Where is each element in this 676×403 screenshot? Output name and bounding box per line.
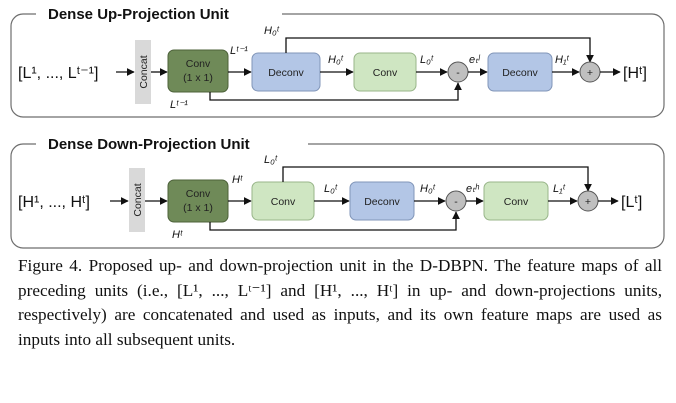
up-sig-l-top: Lᵗ⁻¹ [230, 45, 248, 57]
down-conv1x1-line1: Conv [186, 188, 211, 200]
up-concat-label: Concat [138, 55, 150, 88]
down-input-label: [H¹, ..., Hᵗ] [18, 194, 90, 211]
down-sig-l0-top: L₀ᵗ [264, 154, 278, 166]
up-sig-l-bottom: Lᵗ⁻¹ [170, 99, 188, 111]
down-sig-h0: H₀ᵗ [420, 183, 436, 195]
down-concat-block [129, 168, 145, 232]
up-deconv1-label: Deconv [268, 67, 304, 79]
up-input-label: [L¹, ..., Lᵗ⁻¹] [18, 65, 98, 82]
up-skip-l-path [209, 82, 462, 101]
down-skip-l0-path [282, 166, 592, 192]
down-concat-label: Concat [132, 183, 144, 216]
up-conv-label: Conv [373, 67, 398, 79]
down-subtract-label: - [454, 196, 458, 208]
up-conv1x1-block [167, 49, 229, 93]
down-sig-e: eₜʰ [466, 183, 479, 195]
down-sig-l1: L₁ᵗ [553, 183, 566, 195]
up-sig-h1: H₁ᵗ [555, 54, 569, 66]
up-add-label: + [587, 67, 593, 79]
up-concat-block [135, 40, 151, 104]
up-skip-h0-path [285, 37, 594, 63]
down-conv1x1-block [167, 179, 229, 223]
down-output-label: [Lᵗ] [621, 194, 642, 211]
down-deconv-label: Deconv [364, 196, 400, 208]
up-sig-h0-mid: H₀ᵗ [328, 54, 344, 66]
down-conv2-label: Conv [504, 196, 529, 208]
up-conv1x1-line1: Conv [186, 58, 211, 70]
up-sig-e: eₜˡ [469, 54, 480, 66]
down-conv1-label: Conv [271, 196, 296, 208]
down-sig-l0-mid: L₀ᵗ [324, 183, 338, 195]
up-sig-l0: L₀ᵗ [420, 54, 434, 66]
up-unit-frame [10, 13, 665, 118]
up-unit-title: Dense Up-Projection Unit [48, 6, 229, 23]
up-deconv2-label: Deconv [502, 67, 538, 79]
down-add-label: + [585, 196, 591, 208]
down-projection-unit: Dense Down-Projection Unit [H¹, ..., Hᵗ]… [10, 134, 665, 249]
down-conv1x1-line2: (1 x 1) [183, 202, 213, 214]
down-skip-h-path [209, 211, 460, 231]
projection-units-diagram: Dense Up-Projection Unit [L¹, ..., Lᵗ⁻¹]… [10, 4, 665, 249]
down-sig-h-top: Hᵗ [232, 174, 243, 186]
up-output-label: [Hᵗ] [623, 65, 647, 82]
down-sig-h-bottom: Hᵗ [172, 229, 183, 241]
up-sig-h0-top: H₀ᵗ [264, 25, 280, 37]
down-unit-title: Dense Down-Projection Unit [48, 136, 250, 153]
up-conv1x1-line2: (1 x 1) [183, 72, 213, 84]
figure-caption: Figure 4. Proposed up- and down-projecti… [18, 256, 662, 349]
up-projection-unit: Dense Up-Projection Unit [L¹, ..., Lᵗ⁻¹]… [10, 4, 665, 118]
down-unit-frame [10, 143, 665, 249]
up-subtract-label: - [456, 67, 460, 79]
